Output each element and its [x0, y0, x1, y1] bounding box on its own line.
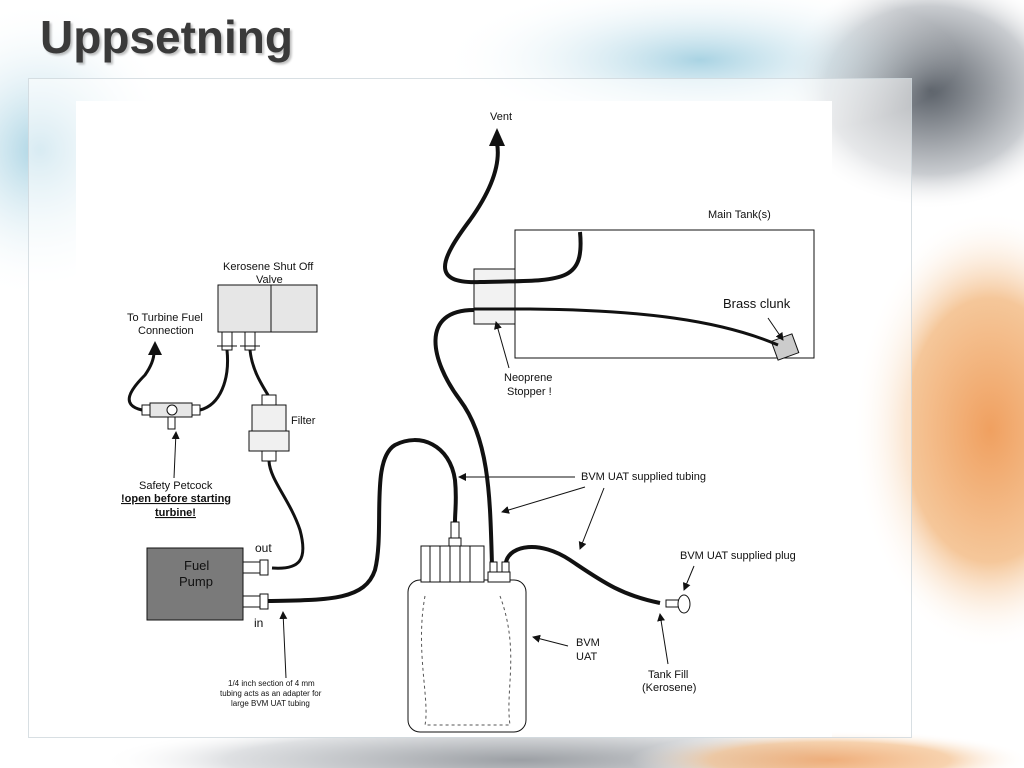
label-filter: Filter — [291, 415, 316, 427]
turbine-arrow-icon — [148, 341, 162, 355]
main-tank — [514, 229, 815, 359]
label-adapter-1: 1/4 inch section of 4 mm — [228, 679, 315, 688]
label-tank-fill-1: Tank Fill — [648, 669, 688, 681]
bvm-plug — [665, 594, 691, 614]
label-main-tank: Main Tank(s) — [708, 209, 771, 221]
label-adapter-3: large BVM UAT tubing — [231, 699, 310, 708]
tank-feed-tube — [433, 308, 494, 566]
label-bvm-tubing: BVM UAT supplied tubing — [581, 471, 706, 483]
stopper-pointer-arrow — [494, 321, 510, 369]
vent-arrow-icon — [489, 128, 505, 146]
label-bvm-plug: BVM UAT supplied plug — [680, 550, 796, 562]
label-valve-1: Kerosene Shut Off — [223, 261, 314, 273]
adapter-pointer-arrow — [279, 611, 288, 679]
petcock-pointer-arrow — [171, 431, 180, 479]
fuel-pump — [146, 547, 244, 621]
valve-to-petcock-tube — [199, 349, 230, 412]
label-fuel-pump-2: Pump — [179, 574, 213, 589]
filter — [248, 394, 290, 462]
label-valve-2: Valve — [256, 274, 283, 286]
label-in: in — [254, 616, 263, 630]
tank-fill-tube — [504, 545, 661, 605]
tubing-pointer-arrow-3 — [578, 487, 605, 550]
label-brass-clunk: Brass clunk — [723, 296, 791, 311]
label-petcock-warning-2: turbine! — [155, 507, 196, 519]
filter-to-pump-tube — [267, 460, 305, 570]
label-stopper-1: Neoprene — [504, 372, 552, 384]
bvm-uat-tank — [407, 521, 527, 733]
label-stopper-2: Stopper ! — [507, 386, 552, 398]
label-bvm-uat-1: BVM — [576, 637, 600, 649]
label-petcock-warning-1: !open before starting — [121, 493, 231, 505]
label-adapter-2: tubing acts as an adapter for — [220, 689, 322, 698]
vent-tube — [443, 142, 583, 285]
slide-title: Uppsetning — [40, 11, 293, 63]
kerosene-shutoff-valve — [217, 284, 318, 333]
valve-to-filter-tube — [248, 349, 270, 396]
label-out: out — [255, 541, 272, 555]
label-tank-fill-2: (Kerosene) — [642, 682, 696, 694]
pump-to-uat-tube — [267, 438, 458, 603]
clunk-tube — [474, 307, 779, 347]
label-vent: Vent — [490, 111, 512, 123]
label-bvm-uat-2: UAT — [576, 651, 597, 663]
neoprene-stopper — [473, 268, 516, 325]
safety-petcock — [141, 402, 201, 430]
label-turbine-1: To Turbine Fuel — [127, 312, 203, 324]
plug-pointer-arrow — [683, 565, 695, 591]
uat-pointer-arrow — [532, 634, 569, 647]
fill-pointer-arrow — [657, 613, 669, 665]
label-petcock: Safety Petcock — [139, 480, 213, 492]
turbine-feed-tube — [127, 351, 156, 412]
label-fuel-pump-1: Fuel — [184, 558, 209, 573]
label-turbine-2: Connection — [138, 325, 194, 337]
fuel-system-diagram: Vent Main Tank(s) Brass clunk Neoprene S… — [76, 101, 832, 737]
clunk-pointer-arrow — [767, 317, 784, 341]
tubing-pointer-arrow-2 — [501, 486, 586, 514]
